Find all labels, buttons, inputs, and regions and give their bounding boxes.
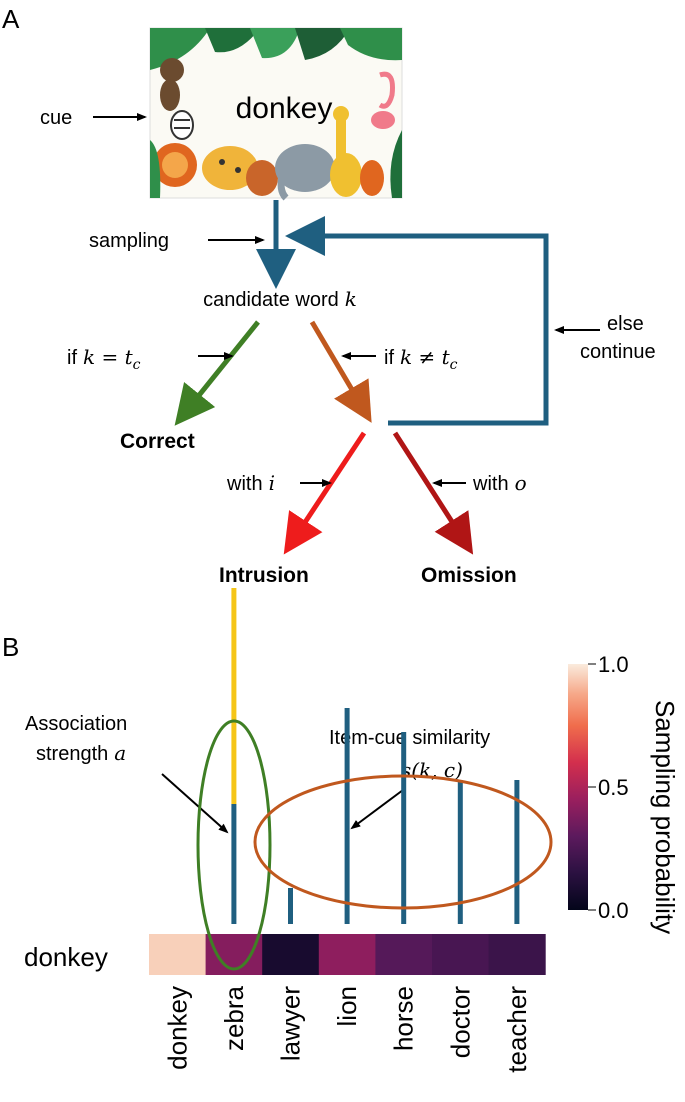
- panel-a-label: A: [2, 4, 20, 34]
- colorbar-tick-label: 1.0: [598, 652, 629, 677]
- column-label-lawyer: lawyer: [276, 986, 306, 1061]
- colorbar: [568, 664, 588, 910]
- colorbar-ticks: 1.0 0.5 0.0: [588, 652, 629, 923]
- heatmap-cell-teacher: [488, 934, 546, 975]
- similarity-bar-lion: [344, 708, 350, 924]
- similarity-bar-teacher: [514, 780, 520, 924]
- omission-label: Omission: [421, 564, 517, 587]
- cue-label: cue: [40, 107, 72, 129]
- continue-label: continue: [580, 341, 656, 363]
- correct-arrow: [174, 320, 260, 426]
- cue-card-illustration: [149, 27, 403, 201]
- incorrect-arrow: [309, 320, 372, 423]
- heatmap-cell-horse: [375, 934, 433, 975]
- column-label-teacher: teacher: [502, 986, 532, 1073]
- association-pointer-arrow: [161, 773, 229, 834]
- heatmap-cell-lawyer: [262, 934, 320, 975]
- column-label-zebra: zebra: [219, 985, 249, 1051]
- similarity-ellipse: [253, 774, 553, 910]
- else-label: else: [607, 313, 644, 335]
- heatmap-cell-lion: [318, 934, 376, 975]
- similarity-label-line1: Item-cue similarity: [329, 727, 490, 749]
- else-continue-loop: [285, 216, 549, 426]
- colorbar-tick-label: 0.0: [598, 898, 629, 923]
- intrusion-label: Intrusion: [219, 564, 309, 587]
- cue-word: donkey: [236, 92, 333, 125]
- heatmap-cell-doctor: [432, 934, 490, 975]
- correct-label: Correct: [120, 430, 195, 453]
- omission-arrow: [392, 431, 474, 555]
- colorbar-label: Sampling probability: [650, 700, 680, 934]
- sampling-label: sampling: [89, 230, 169, 252]
- similarity-bar-doctor: [457, 780, 463, 924]
- association-bar-zebra: [231, 588, 237, 804]
- heatmap-cells: [149, 934, 546, 975]
- similarity-bar-zebra: [231, 804, 237, 924]
- similarity-bar-lawyer: [288, 888, 293, 924]
- similarity-pointer-arrow: [350, 789, 404, 830]
- column-label-lion: lion: [332, 986, 362, 1026]
- panel-b-label: B: [2, 632, 19, 662]
- column-label-doctor: doctor: [445, 986, 475, 1059]
- column-label-donkey: donkey: [162, 986, 192, 1070]
- intrusion-arrow: [283, 431, 367, 555]
- association-label-line1: Association: [25, 713, 127, 735]
- similarity-bars: [231, 588, 520, 924]
- similarity-bar-horse: [401, 732, 407, 924]
- colorbar-tick-label: 0.5: [598, 775, 629, 800]
- column-label-horse: horse: [389, 986, 419, 1051]
- association-ellipse: [196, 719, 272, 971]
- heatmap-cell-donkey: [149, 934, 207, 975]
- heatmap-column-labels: donkey zebra lawyer lion horse doctor teacher: [162, 985, 532, 1072]
- heatmap-row-label: donkey: [24, 942, 108, 972]
